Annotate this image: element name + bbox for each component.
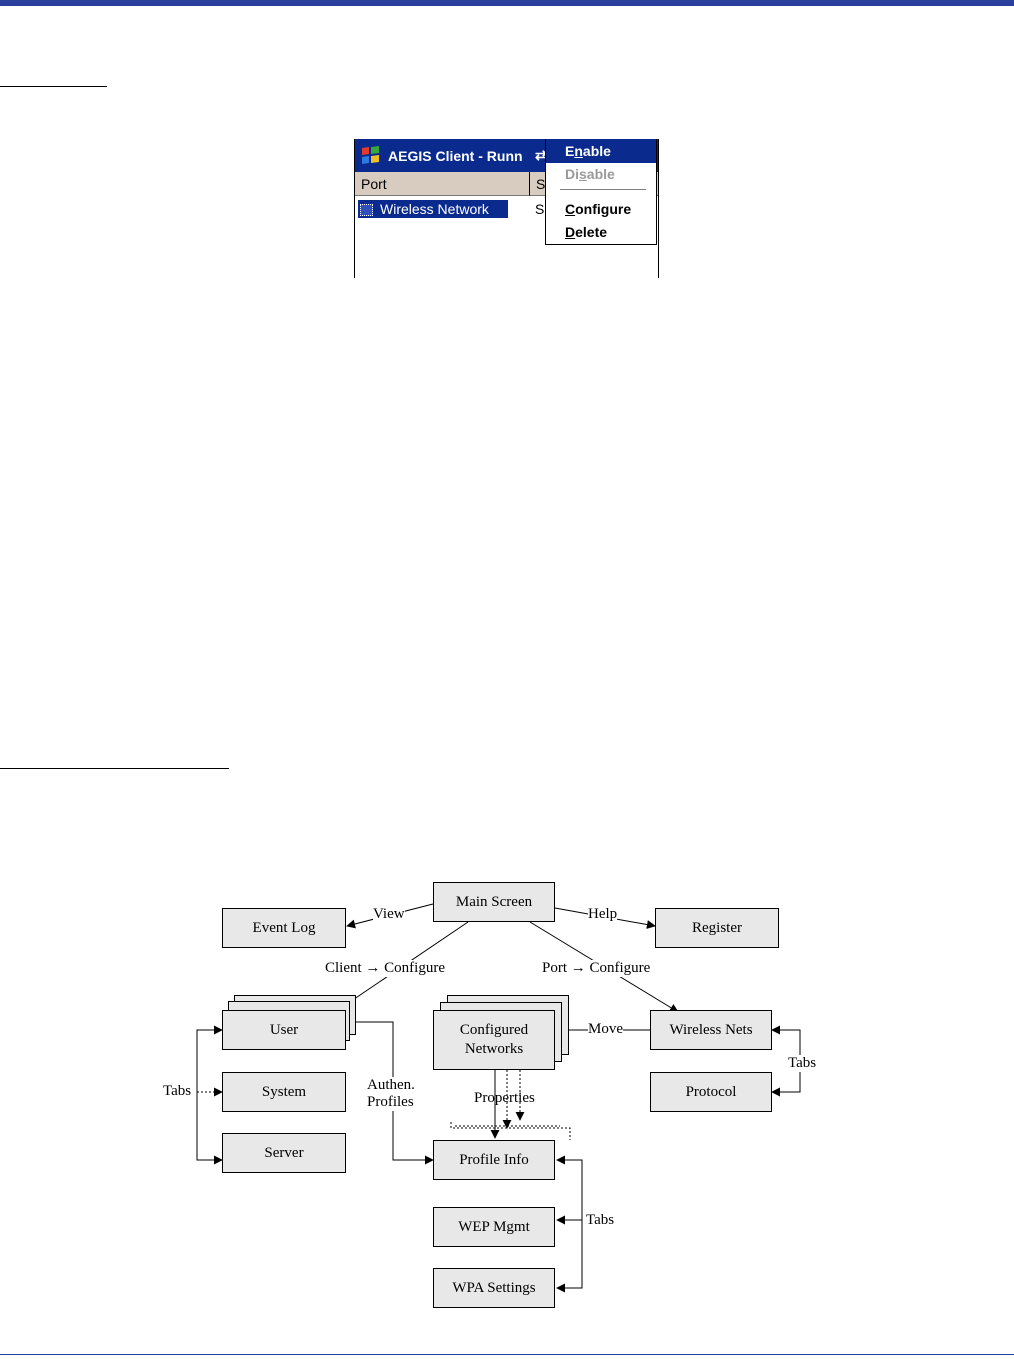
edge-label-profiles: Profiles bbox=[367, 1094, 414, 1111]
section-heading-underline bbox=[0, 86, 107, 87]
bottom-rule bbox=[0, 1354, 1014, 1355]
edge-label-properties: Properties bbox=[474, 1090, 535, 1106]
box-wireless-nets: Wireless Nets bbox=[650, 1010, 772, 1050]
box-server: Server bbox=[222, 1133, 346, 1173]
window-title: AEGIS Client - Runn bbox=[388, 148, 523, 164]
top-rule bbox=[0, 0, 1014, 6]
menu-highlight bbox=[546, 139, 656, 163]
edge-label-client-configure: Client → Configure bbox=[325, 960, 445, 977]
column-header-port[interactable]: Port bbox=[355, 172, 530, 196]
port-checkbox[interactable] bbox=[360, 204, 373, 216]
edge-label-tabs-bottom: Tabs bbox=[586, 1212, 615, 1229]
list-item-wireless-network[interactable]: Wireless Network bbox=[358, 200, 508, 218]
box-register: Register bbox=[655, 908, 779, 948]
section-heading-underline bbox=[0, 768, 229, 769]
context-menu: Enable Disable Configure Delete bbox=[545, 139, 657, 245]
box-profile-info: Profile Info bbox=[433, 1140, 555, 1180]
box-protocol: Protocol bbox=[650, 1072, 772, 1112]
connectivity-icon[interactable]: ⇄ bbox=[535, 147, 547, 163]
box-event-log: Event Log bbox=[222, 908, 346, 948]
box-main-screen: Main Screen bbox=[433, 882, 555, 922]
edge-label-tabs-left: Tabs bbox=[163, 1083, 192, 1100]
windows-start-icon[interactable] bbox=[358, 143, 383, 168]
aegis-client-screenshot: AEGIS Client - Runn ⇄ Port S Wireless Ne… bbox=[354, 139, 659, 278]
edge-label-move: Move bbox=[588, 1021, 623, 1038]
edge-label-tabs-right: Tabs bbox=[788, 1055, 817, 1072]
title-bar: AEGIS Client - Runn ⇄ bbox=[355, 139, 658, 172]
box-user: User bbox=[222, 1010, 346, 1050]
menu-separator bbox=[560, 189, 646, 190]
menu-item-disable: Disable bbox=[565, 166, 615, 182]
edge-label-authen: Authen. bbox=[367, 1077, 415, 1094]
menu-item-delete[interactable]: Delete bbox=[565, 224, 608, 240]
box-system: System bbox=[222, 1072, 346, 1112]
edge-label-port-configure: Port → Configure bbox=[542, 960, 651, 977]
menu-item-configure[interactable]: Configure bbox=[565, 201, 632, 217]
box-wep-mgmt: WEP Mgmt bbox=[433, 1207, 555, 1247]
port-status: S bbox=[535, 201, 545, 217]
edge-label-view: View bbox=[373, 906, 405, 923]
edge-label-help: Help bbox=[588, 906, 618, 923]
box-wpa-settings: WPA Settings bbox=[433, 1268, 555, 1308]
port-name: Wireless Network bbox=[380, 201, 489, 217]
menu-item-enable[interactable]: Enable bbox=[565, 143, 611, 159]
